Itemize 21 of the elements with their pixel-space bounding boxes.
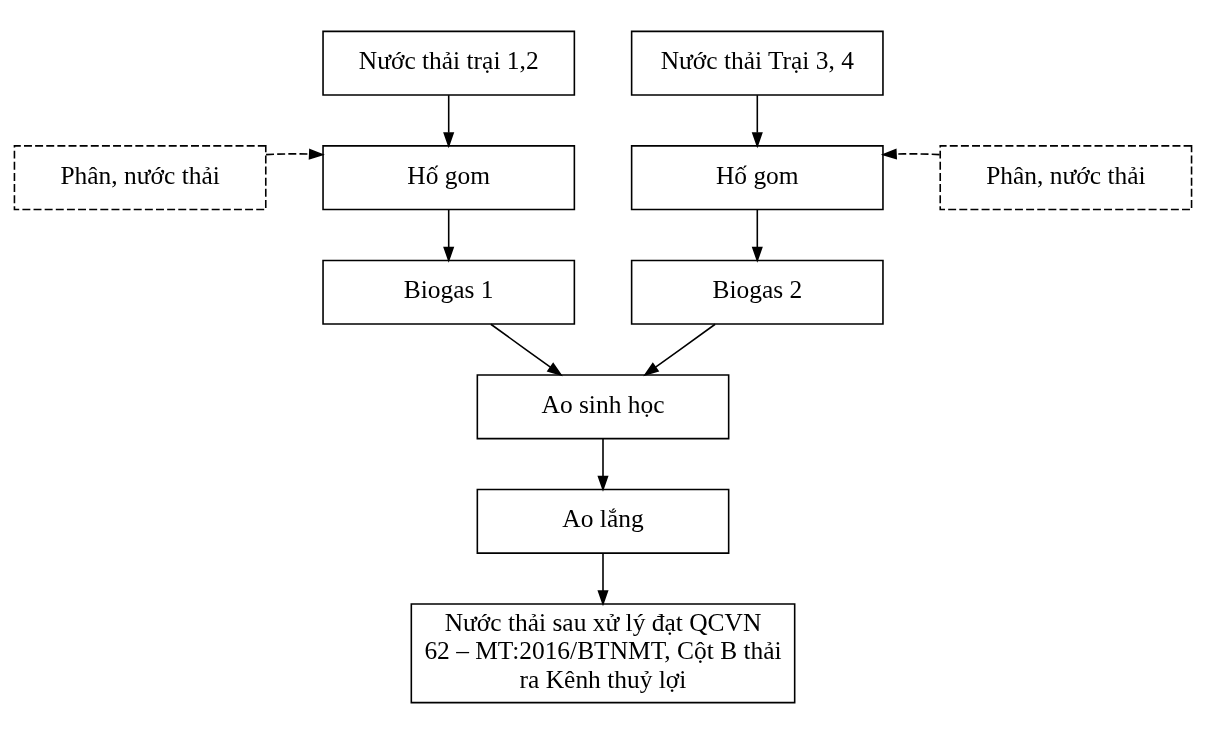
arrow — [443, 94, 455, 149]
arrow — [751, 208, 763, 263]
arrow — [751, 94, 763, 149]
arrow — [880, 148, 941, 160]
node-box: Ao lắng — [476, 488, 730, 554]
node-box: Biogas 2 — [630, 259, 884, 325]
node-box: Nước thải sau xử lý đạt QCVN 62 – MT:2016/BTNMT, Cột B thải ra Kênh thuỷ lợi — [410, 603, 796, 704]
arrow — [490, 323, 563, 377]
node-box: Phân, nước thải — [13, 145, 267, 211]
node-box: Nước thải Trại 3, 4 — [630, 30, 884, 96]
arrow — [643, 323, 716, 377]
node-box: Hố gom — [322, 145, 576, 211]
arrow — [597, 438, 609, 492]
node-box: Nước thải trại 1,2 — [322, 30, 576, 96]
node-box: Phân, nước thải — [939, 145, 1193, 211]
node-box: Biogas 1 — [322, 259, 576, 325]
node-box: Ao sinh học — [476, 374, 730, 440]
node-box: Hố gom — [630, 145, 884, 211]
arrow — [265, 148, 325, 160]
arrow — [443, 208, 455, 263]
arrow — [597, 552, 609, 607]
